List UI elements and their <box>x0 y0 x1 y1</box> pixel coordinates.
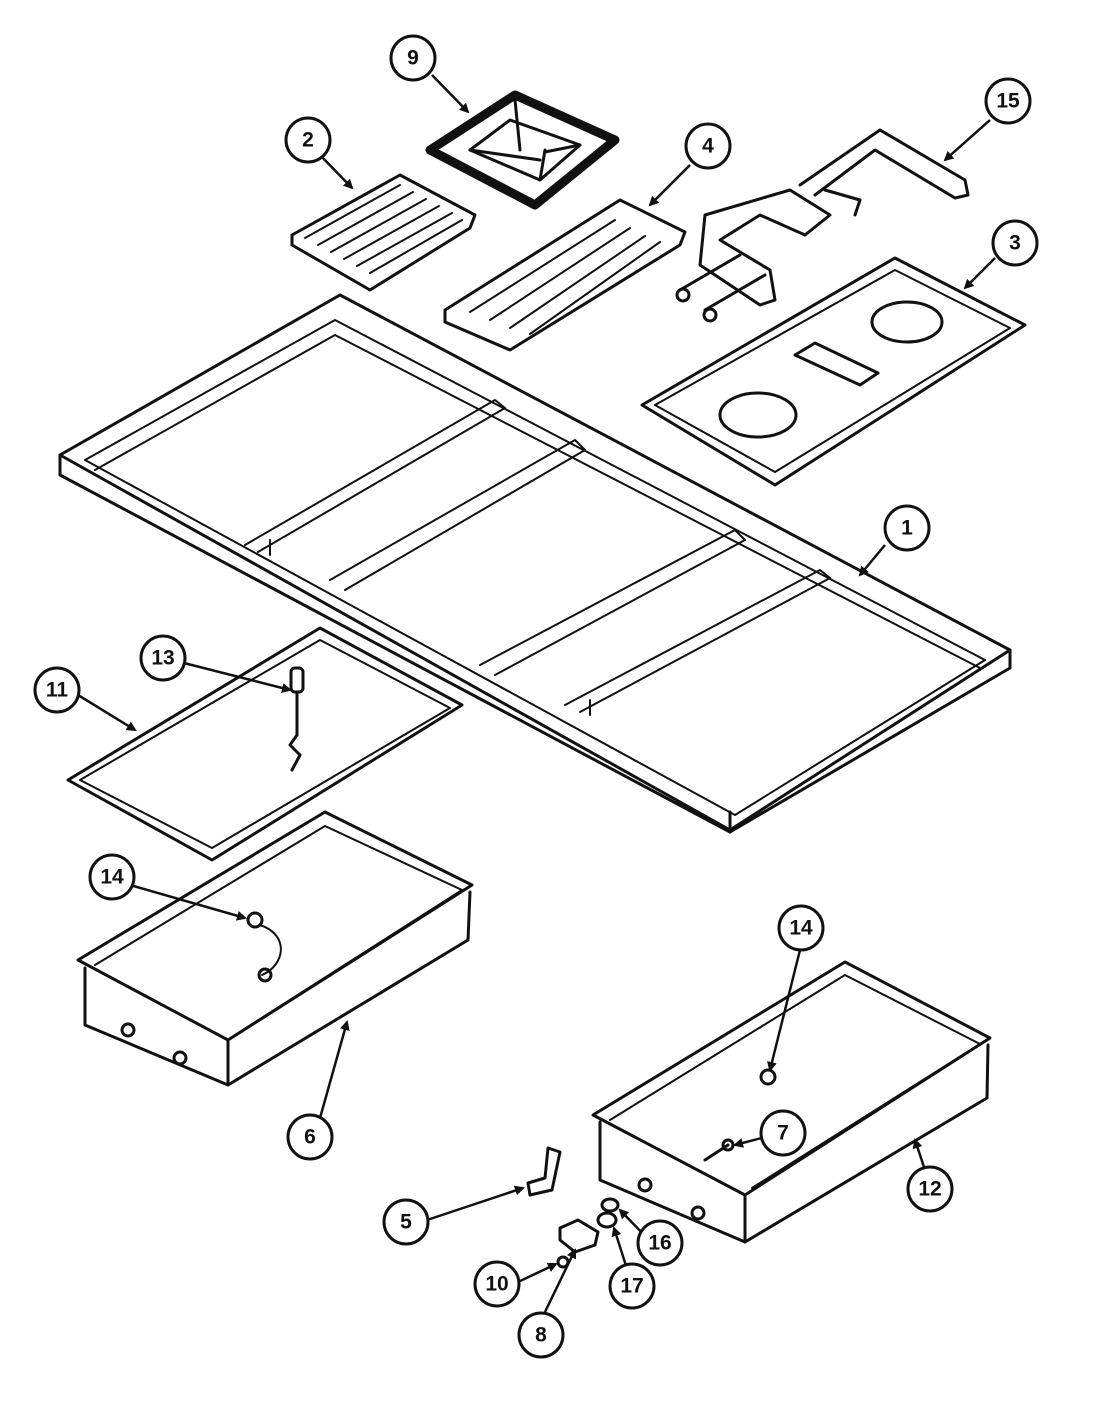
svg-text:11: 11 <box>46 679 69 702</box>
svg-text:13: 13 <box>151 647 174 670</box>
svg-text:1: 1 <box>901 517 913 540</box>
washer-parts <box>596 1197 620 1229</box>
grill-grate-part <box>290 173 477 292</box>
screw-part <box>703 1138 735 1162</box>
callout-16: 16 <box>636 1219 684 1267</box>
left-pan-part <box>76 810 474 1087</box>
svg-text:12: 12 <box>918 1178 941 1201</box>
svg-text:16: 16 <box>648 1232 671 1255</box>
svg-text:8: 8 <box>535 1324 547 1347</box>
svg-text:6: 6 <box>304 1126 316 1149</box>
svg-text:3: 3 <box>1009 232 1021 255</box>
svg-text:4: 4 <box>702 135 714 158</box>
clip-part <box>558 1218 600 1254</box>
svg-text:7: 7 <box>777 1122 789 1145</box>
frame-part <box>58 293 1012 834</box>
callout-3: 3 <box>991 219 1039 267</box>
callout-6: 6 <box>286 1113 334 1161</box>
tray-part <box>66 626 464 862</box>
callout-1: 1 <box>883 504 931 552</box>
svg-text:14: 14 <box>789 917 813 940</box>
svg-text:5: 5 <box>400 1211 412 1234</box>
grate-part <box>425 90 620 210</box>
callout-13: 13 <box>139 634 187 682</box>
bracket-part <box>526 1146 562 1197</box>
vent-grill-part <box>443 198 687 352</box>
burner-assembly-part <box>675 128 970 323</box>
leader-lines <box>77 74 996 1313</box>
right-pan-part <box>591 960 992 1244</box>
callout-12: 12 <box>906 1165 954 1213</box>
svg-text:9: 9 <box>407 47 419 70</box>
svg-text:2: 2 <box>302 129 314 152</box>
callout-8: 8 <box>517 1311 565 1359</box>
callout-7: 7 <box>759 1109 807 1157</box>
callout-10: 10 <box>473 1260 521 1308</box>
callout-9: 9 <box>389 34 437 82</box>
svg-text:10: 10 <box>485 1273 508 1296</box>
cooktop-plate-part <box>640 256 1027 487</box>
callout-5: 5 <box>382 1198 430 1246</box>
callout-14-right: 14 <box>777 904 825 952</box>
callout-15: 15 <box>984 77 1032 125</box>
callout-17: 17 <box>608 1262 656 1310</box>
fitting-part-left <box>246 911 282 983</box>
callout-4: 4 <box>684 122 732 170</box>
callout-11: 11 <box>33 666 81 714</box>
callout-2: 2 <box>284 116 332 164</box>
probe-part <box>288 666 305 772</box>
svg-text:14: 14 <box>100 866 124 889</box>
callout-14-left: 14 <box>88 853 136 901</box>
svg-text:15: 15 <box>996 90 1020 113</box>
fitting-part-right <box>759 1068 777 1086</box>
svg-text:17: 17 <box>620 1275 643 1298</box>
